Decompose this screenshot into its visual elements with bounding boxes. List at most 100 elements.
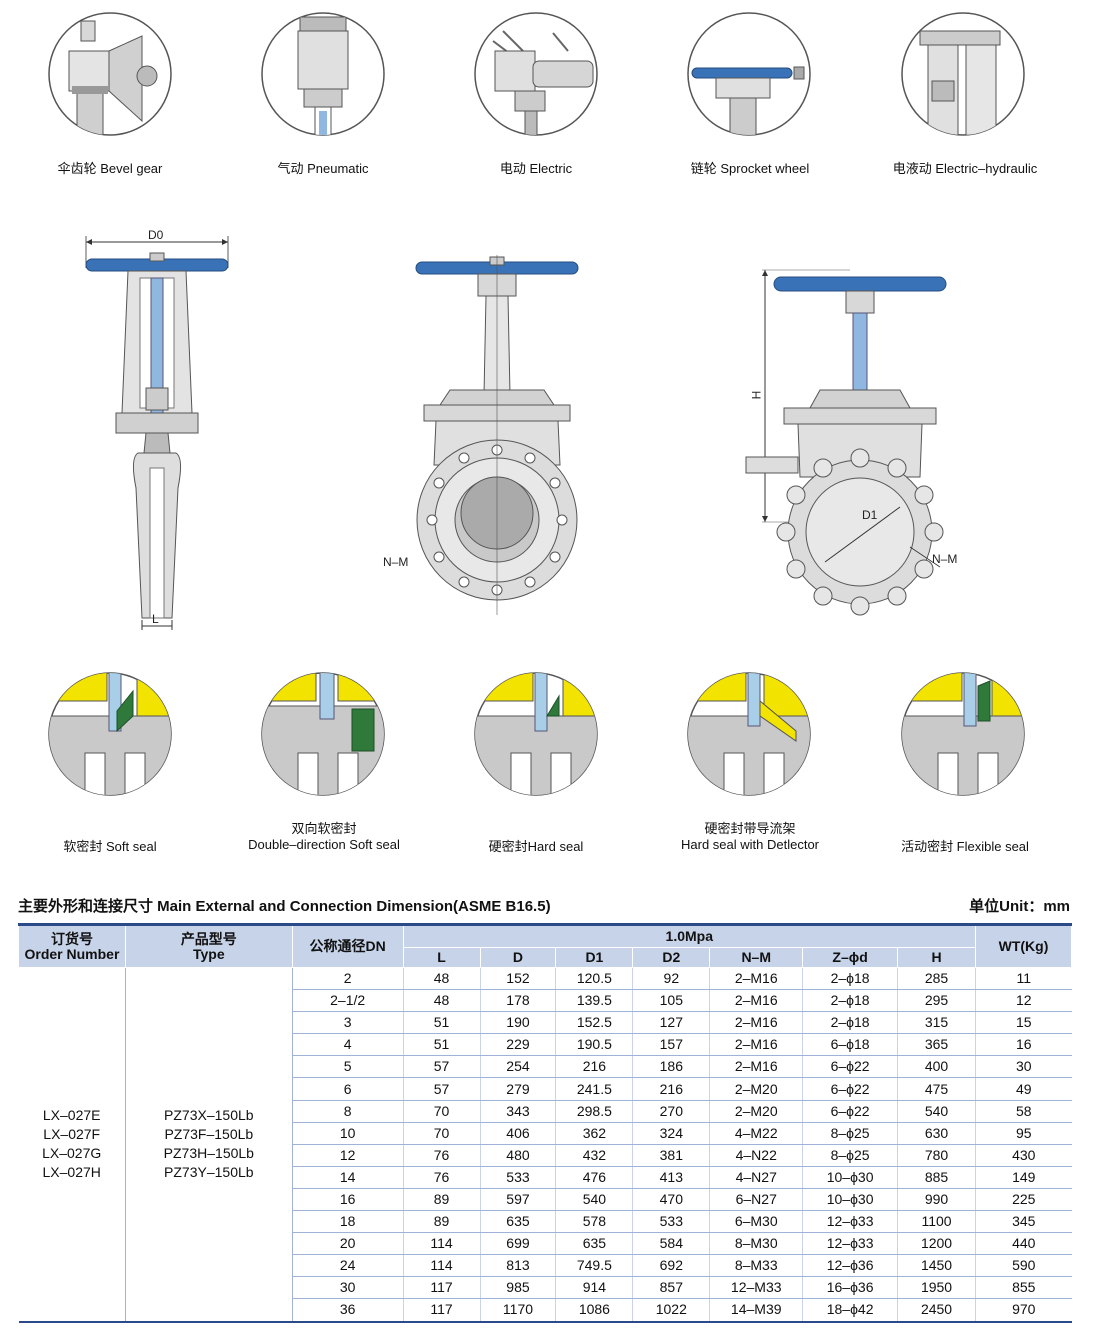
table-cell: 120.5 (555, 967, 633, 991)
table-cell: 6–ϕ22 (802, 1077, 898, 1101)
table-cell: 970 (974, 1298, 1072, 1322)
table-cell: 6–M30 (709, 1210, 803, 1234)
table-unit: 单位Unit：mm (969, 898, 1070, 915)
table-cell: 114 (402, 1254, 480, 1278)
dim-label-d1: D1 (862, 508, 878, 522)
table-cell: 476 (555, 1166, 633, 1189)
table-cell: 30 (974, 1055, 1072, 1079)
table-cell: 152 (479, 967, 556, 991)
valve-side-view-drawing (85, 236, 229, 630)
valve-right-view-drawing (745, 269, 947, 616)
table-cell: 4–N22 (709, 1144, 803, 1167)
table-cell: 30 (291, 1276, 404, 1300)
table-cell: 6–ϕ18 (802, 1033, 898, 1057)
seal-caption-double-direction-en: Double–direction Soft seal (248, 837, 400, 852)
table-cell: 813 (479, 1254, 556, 1278)
table-cell: 440 (974, 1232, 1072, 1256)
table-cell: 49 (974, 1077, 1072, 1101)
table-cell: 1170 (479, 1298, 556, 1322)
table-cell: 279 (479, 1077, 556, 1101)
hard-seal-icon (474, 672, 598, 796)
table-cell: 2–ϕ18 (802, 1011, 898, 1035)
table-cell: 533 (479, 1166, 556, 1189)
pneumatic-icon (261, 12, 385, 136)
table-cell: 216 (555, 1055, 633, 1079)
seal-caption-double-direction: 双向软密封 Double–direction Soft seal (224, 821, 424, 853)
table-cell: 254 (479, 1055, 556, 1079)
header-order-en: Order Number (24, 945, 120, 962)
header-col-6: H (897, 947, 976, 968)
table-cell: 18–ϕ42 (802, 1298, 898, 1322)
table-cell: 4 (291, 1033, 404, 1057)
operator-caption-sprocket: 链轮 Sprocket wheel (690, 161, 810, 176)
table-cell: 365 (897, 1033, 976, 1057)
table-cell: 381 (632, 1144, 710, 1167)
table-cell: 749.5 (555, 1254, 633, 1278)
table-cell: 2–M16 (709, 1011, 803, 1035)
table-cell: 58 (974, 1100, 1072, 1123)
table-cell: 1200 (897, 1232, 976, 1256)
table-cell: 152.5 (555, 1011, 633, 1035)
table-cell: 114 (402, 1232, 480, 1256)
table-cell: 51 (402, 1033, 480, 1057)
table-cell: 630 (897, 1122, 976, 1145)
table-cell: 12–ϕ33 (802, 1210, 898, 1234)
dim-label-nm-left: N–M (383, 555, 409, 569)
table-cell: 178 (479, 989, 556, 1013)
table-cell: 2–M16 (709, 1055, 803, 1079)
table-cell: 48 (402, 967, 480, 991)
table-cell: 11 (974, 967, 1072, 991)
table-cell: 2–ϕ18 (802, 989, 898, 1013)
header-col-1: D (479, 947, 557, 968)
table-cell: 105 (632, 989, 710, 1013)
table-cell: 241.5 (555, 1077, 633, 1101)
table-cell: 8 (291, 1100, 404, 1123)
header-col-5: Z–ϕd (802, 947, 899, 968)
table-cell: 2–M16 (709, 1033, 803, 1057)
type-value: PZ73X–150Lb (164, 1107, 254, 1124)
seal-caption-hard: 硬密封Hard seal (488, 839, 584, 854)
table-cell: 2 (291, 967, 404, 991)
table-cell: 345 (974, 1210, 1072, 1234)
table-cell: 8–M33 (709, 1254, 803, 1278)
operator-caption-electric-hydraulic: 电液动 Electric–hydraulic (892, 161, 1038, 176)
seal-caption-soft: 软密封 Soft seal (63, 839, 157, 854)
table-cell: 635 (555, 1232, 633, 1256)
table-cell: 2–1/2 (291, 989, 404, 1013)
table-cell: 584 (632, 1232, 710, 1256)
table-cell: 3 (291, 1011, 404, 1035)
hard-seal-with-deflector-icon (687, 672, 811, 796)
table-cell: 406 (479, 1122, 556, 1145)
table-cell: 12 (974, 989, 1072, 1013)
header-type-cn: 产品型号 (180, 930, 237, 947)
header-dn: 公称通径DN (291, 924, 404, 968)
table-cell: 10–ϕ30 (802, 1188, 898, 1212)
table-cell: 12–M33 (709, 1276, 803, 1300)
seal-caption-hard-deflector-cn: 硬密封带导流架 (704, 821, 796, 836)
double-direction-soft-seal-icon (261, 672, 385, 796)
order-number: LX–027E (42, 1107, 101, 1124)
table-cell: 1450 (897, 1254, 976, 1278)
table-cell: 24 (291, 1254, 404, 1278)
table-cell: 186 (632, 1055, 710, 1079)
table-cell: 343 (479, 1100, 556, 1123)
table-cell: 70 (402, 1100, 480, 1123)
table-cell: 885 (897, 1166, 976, 1189)
table-cell: 4–M22 (709, 1122, 803, 1145)
table-cell: 1950 (897, 1276, 976, 1300)
table-cell: 295 (897, 989, 976, 1013)
order-number: LX–027G (42, 1145, 102, 1162)
table-cell: 157 (632, 1033, 710, 1057)
table-cell: 8–M30 (709, 1232, 803, 1256)
table-cell: 190.5 (555, 1033, 633, 1057)
table-cell: 635 (479, 1210, 556, 1234)
table-cell: 12 (291, 1144, 404, 1167)
